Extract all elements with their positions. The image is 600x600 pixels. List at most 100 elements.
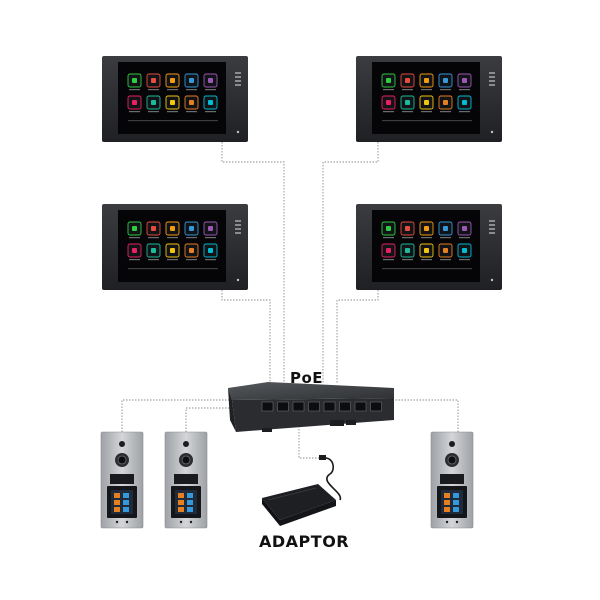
phone-icon-glyph <box>132 78 137 83</box>
call-button <box>123 500 129 505</box>
home-icon-glyph <box>208 78 213 83</box>
icon-caption <box>129 237 140 239</box>
adaptor-cable <box>321 457 342 501</box>
status-bar <box>382 120 472 122</box>
intercom-icon-glyph <box>405 78 410 83</box>
call-button <box>453 500 459 505</box>
call-button <box>114 493 120 498</box>
icon-caption <box>383 259 394 261</box>
settings-icon-glyph <box>170 248 175 253</box>
icon-caption <box>402 111 413 113</box>
icon-caption <box>459 237 470 239</box>
door-icon-glyph <box>151 100 156 105</box>
settings-icon-glyph <box>170 100 175 105</box>
icon-caption <box>167 237 178 239</box>
call-button <box>444 500 450 505</box>
adaptor-plug <box>319 455 326 460</box>
message-icon-glyph <box>462 248 467 253</box>
icon-caption <box>186 237 197 239</box>
camera-icon-glyph <box>189 248 194 253</box>
icon-caption <box>402 259 413 261</box>
icon-caption <box>440 89 451 91</box>
icon-caption <box>440 111 451 113</box>
monitor-mid-right <box>356 204 502 290</box>
home-icon-glyph <box>462 78 467 83</box>
cable-monitor-mid-right <box>336 290 379 384</box>
icon-caption <box>383 111 394 113</box>
call-button <box>444 507 450 512</box>
icon-caption <box>402 89 413 91</box>
mail-icon-glyph <box>424 78 429 83</box>
door-icon-glyph <box>151 248 156 253</box>
icon-caption <box>205 111 216 113</box>
status-bar <box>128 120 218 122</box>
image-icon-glyph <box>189 226 194 231</box>
icon-caption <box>186 259 197 261</box>
camera-icon-glyph <box>189 100 194 105</box>
settings-icon-glyph <box>424 248 429 253</box>
shield-icon-glyph <box>386 100 391 105</box>
image-icon-glyph <box>189 78 194 83</box>
call-button <box>187 507 193 512</box>
icon-caption <box>167 89 178 91</box>
icon-caption <box>167 111 178 113</box>
poe-switch <box>228 382 394 432</box>
image-icon-glyph <box>443 78 448 83</box>
door-icon-glyph <box>405 248 410 253</box>
door-station-left-1 <box>100 431 144 529</box>
icon-caption <box>205 89 216 91</box>
mail-icon-glyph <box>170 226 175 231</box>
cable-monitor-top-left <box>221 142 285 384</box>
icon-caption <box>440 237 451 239</box>
message-icon-glyph <box>462 100 467 105</box>
call-button <box>178 493 184 498</box>
icon-caption <box>186 111 197 113</box>
ethernet-port <box>354 401 367 412</box>
menu-grid <box>127 73 218 122</box>
door-station-right <box>430 431 474 529</box>
icon-caption <box>421 89 432 91</box>
icon-caption <box>148 259 159 261</box>
cable-door-station-right <box>392 399 459 432</box>
ethernet-port <box>339 401 351 412</box>
shield-icon-glyph <box>132 248 137 253</box>
call-button <box>187 493 193 498</box>
icon-caption <box>383 237 394 239</box>
call-button <box>453 493 459 498</box>
ethernet-ports <box>261 401 382 412</box>
monitor-mid-left <box>102 204 248 290</box>
phone-icon-glyph <box>386 78 391 83</box>
icon-caption <box>129 89 140 91</box>
menu-grid <box>381 73 472 122</box>
cable-door-station-left-2 <box>185 407 230 432</box>
call-button <box>123 507 129 512</box>
home-icon-glyph <box>208 226 213 231</box>
camera-icon-glyph <box>443 100 448 105</box>
icon-caption <box>129 111 140 113</box>
ethernet-port <box>323 401 336 412</box>
call-button <box>178 507 184 512</box>
status-bar <box>382 268 472 270</box>
cable-door-station-left-1 <box>121 399 230 432</box>
icon-caption <box>421 259 432 261</box>
settings-icon-glyph <box>424 100 429 105</box>
call-button <box>114 507 120 512</box>
call-button <box>444 493 450 498</box>
icon-caption <box>167 259 178 261</box>
icon-caption <box>129 259 140 261</box>
power-adaptor <box>262 455 342 526</box>
call-button <box>187 500 193 505</box>
home-icon-glyph <box>462 226 467 231</box>
cable-adaptor <box>298 420 322 459</box>
ethernet-port <box>261 401 274 412</box>
poe-label: PoE <box>290 369 324 387</box>
mail-icon-glyph <box>424 226 429 231</box>
icon-caption <box>148 89 159 91</box>
intercom-icon-glyph <box>405 226 410 231</box>
icon-caption <box>421 237 432 239</box>
adaptor-brick <box>262 484 336 520</box>
ethernet-port <box>370 401 382 412</box>
status-bar <box>128 268 218 270</box>
phone-icon-glyph <box>386 226 391 231</box>
